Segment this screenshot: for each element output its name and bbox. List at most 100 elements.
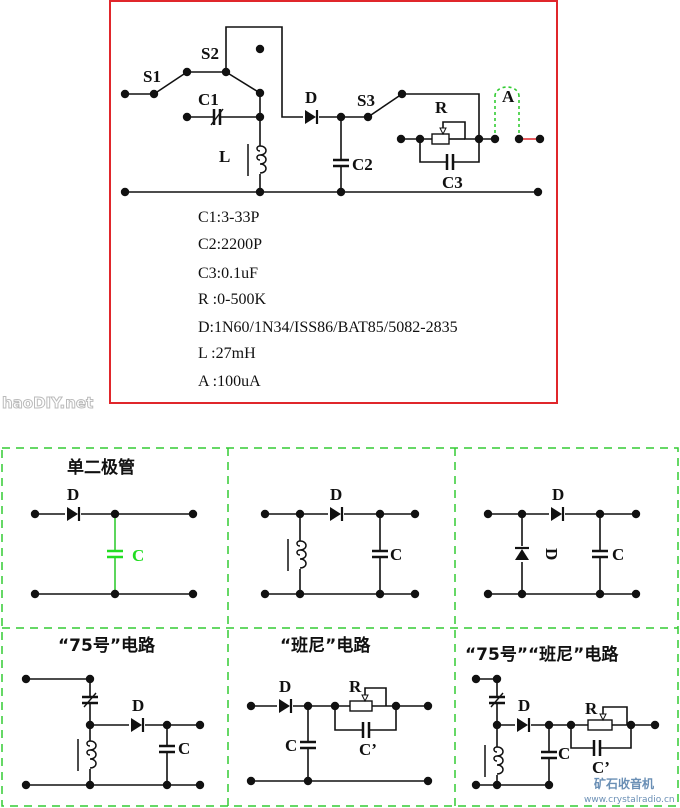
junction-dot: [626, 720, 636, 730]
panel4-title: “75号”电路: [58, 635, 156, 656]
junction-dot: [295, 509, 305, 519]
junction-dot: [336, 112, 346, 122]
panel6-title: “75号”“班尼”电路: [465, 644, 619, 665]
panel4-label-d: D: [132, 696, 144, 715]
junction-dot: [423, 776, 433, 786]
junction-dot: [21, 674, 31, 684]
gap: [332, 160, 350, 166]
junction-dot: [410, 589, 420, 599]
junction-dot: [492, 720, 502, 730]
junction-dot: [303, 701, 313, 711]
junction-dot: [221, 67, 231, 77]
diode-icon: [517, 718, 528, 732]
junction-dot: [255, 112, 265, 122]
wire: [476, 678, 498, 785]
junction-dot: [246, 776, 256, 786]
panel1-title: 单二极管: [67, 457, 135, 478]
watermark-crystalradio-url: www.crystalradio.cn: [584, 795, 675, 805]
junction-dot: [650, 720, 660, 730]
junction-dot: [246, 701, 256, 711]
label-s1: S1: [143, 67, 161, 86]
gap: [299, 742, 317, 748]
junction-dot: [303, 776, 313, 786]
diode-icon: [131, 718, 142, 732]
junction-dot: [85, 780, 95, 790]
wiper-arrow-icon: [439, 127, 447, 136]
diode-icon: [551, 507, 562, 521]
junction-dot: [195, 780, 205, 790]
label-l: L: [219, 147, 230, 166]
spec-d: D:1N60/1N34/ISS86/BAT85/5082-2835: [198, 319, 458, 336]
panel6-label-d: D: [518, 696, 530, 715]
gap: [371, 551, 389, 557]
junction-dot: [260, 509, 270, 519]
watermark-haodiy: haoDIY.net: [2, 394, 93, 412]
junction-dot: [120, 89, 130, 99]
junction-dot: [30, 589, 40, 599]
junction-dot: [471, 780, 481, 790]
junction-dot: [483, 509, 493, 519]
diode-icon: [305, 110, 316, 124]
junction-dot: [517, 589, 527, 599]
gap: [540, 752, 558, 758]
panel3-label-d2: D: [542, 548, 561, 560]
wire: [225, 71, 261, 94]
diode-icon: [515, 549, 529, 560]
junction-dot: [149, 89, 159, 99]
junction-dot: [533, 187, 543, 197]
panel5-label-r: R: [349, 677, 362, 696]
resistor-icon: [349, 700, 373, 712]
junction-dot: [397, 89, 407, 99]
spec-l: L :27mH: [198, 345, 256, 362]
panel5-label-d: D: [279, 677, 291, 696]
junction-dot: [85, 674, 95, 684]
junction-dot: [514, 134, 524, 144]
watermark-crystalradio-cn: 矿石收音机: [594, 776, 654, 791]
wire: [26, 678, 91, 785]
junction-dot: [21, 780, 31, 790]
junction-dot: [415, 134, 425, 144]
wire: [442, 121, 495, 140]
panel4-label-c: C: [178, 739, 190, 758]
junction-dot: [595, 589, 605, 599]
junction-dot: [535, 134, 545, 144]
top-frame: [109, 0, 558, 404]
junction-dot: [188, 509, 198, 519]
label-c1: C1: [198, 90, 219, 109]
label-s3: S3: [357, 91, 375, 110]
junction-dot: [195, 720, 205, 730]
components: [21, 44, 660, 790]
variable-capacitor-arrow: [490, 692, 504, 708]
junction-dot: [182, 67, 192, 77]
junction-dot: [110, 509, 120, 519]
junction-dot: [182, 112, 192, 122]
wire: [402, 93, 480, 139]
spec-c3: C3:0.1uF: [198, 265, 258, 282]
inductor-icon: [256, 145, 267, 174]
junction-dot: [423, 701, 433, 711]
wires: [26, 26, 655, 786]
junction-dot: [631, 509, 641, 519]
wire: [225, 26, 341, 118]
junction-dot: [30, 509, 40, 519]
inductor-icon: [493, 746, 504, 775]
variable-capacitor-arrow: [210, 108, 224, 126]
junction-dot: [330, 701, 340, 711]
junction-dot: [410, 509, 420, 519]
label-d: D: [305, 88, 317, 107]
wire: [602, 706, 628, 725]
spec-r: R :0-500K: [198, 291, 266, 308]
spec-c2: C2:2200P: [198, 236, 262, 253]
panel-grid: [1, 447, 679, 807]
label-s2: S2: [201, 44, 219, 63]
gap: [88, 741, 102, 769]
junction-dot: [544, 780, 554, 790]
panel2-label-c: C: [390, 545, 402, 564]
label-a: A: [502, 87, 515, 106]
panel1-label-d: D: [67, 485, 79, 504]
junction-dot: [336, 187, 346, 197]
wire: [367, 93, 403, 118]
diode-icon: [330, 507, 341, 521]
junction-dot: [492, 674, 502, 684]
